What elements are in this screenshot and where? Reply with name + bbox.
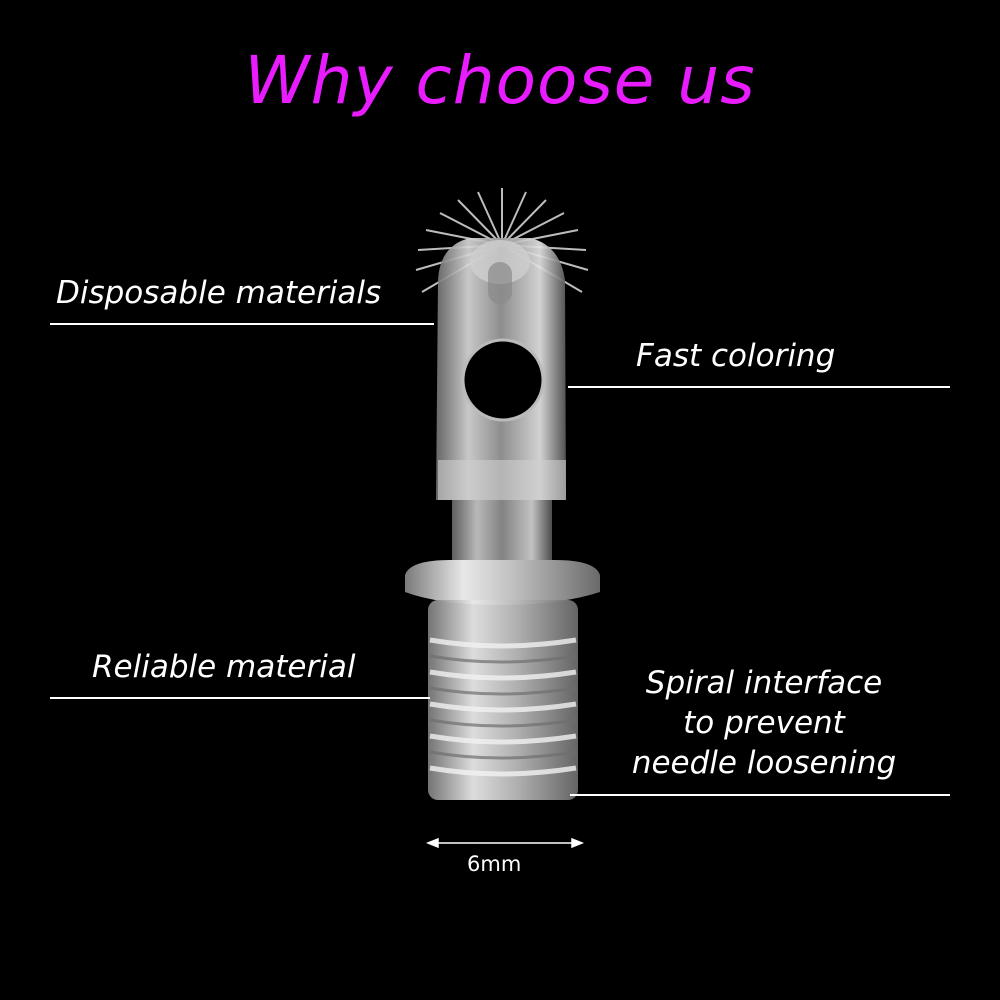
feature-spiral-rule [570, 794, 950, 796]
double-headed-arrow-icon [425, 837, 585, 849]
feature-spiral-line1: Spiral interface [645, 665, 883, 701]
feature-fast-coloring-rule [568, 386, 950, 388]
feature-reliable-rule [50, 697, 430, 699]
dimension-label: 6mm [467, 852, 522, 876]
feature-spiral-label: Spiral interface to prevent needle loose… [594, 663, 934, 783]
feature-spiral-line3: needle loosening [631, 745, 897, 781]
feature-reliable-label: Reliable material [92, 649, 356, 685]
holder-neck [452, 500, 552, 570]
feature-disposable-label: Disposable materials [56, 275, 382, 311]
threaded-base [428, 600, 578, 800]
holder-flange [405, 560, 600, 605]
feature-disposable-rule [50, 323, 434, 325]
holder-window [461, 338, 545, 422]
feature-spiral-line2: to prevent [683, 705, 845, 741]
feature-fast-coloring-label: Fast coloring [636, 338, 836, 374]
page-title: Why choose us [244, 42, 756, 119]
thread-ridges [429, 637, 577, 777]
